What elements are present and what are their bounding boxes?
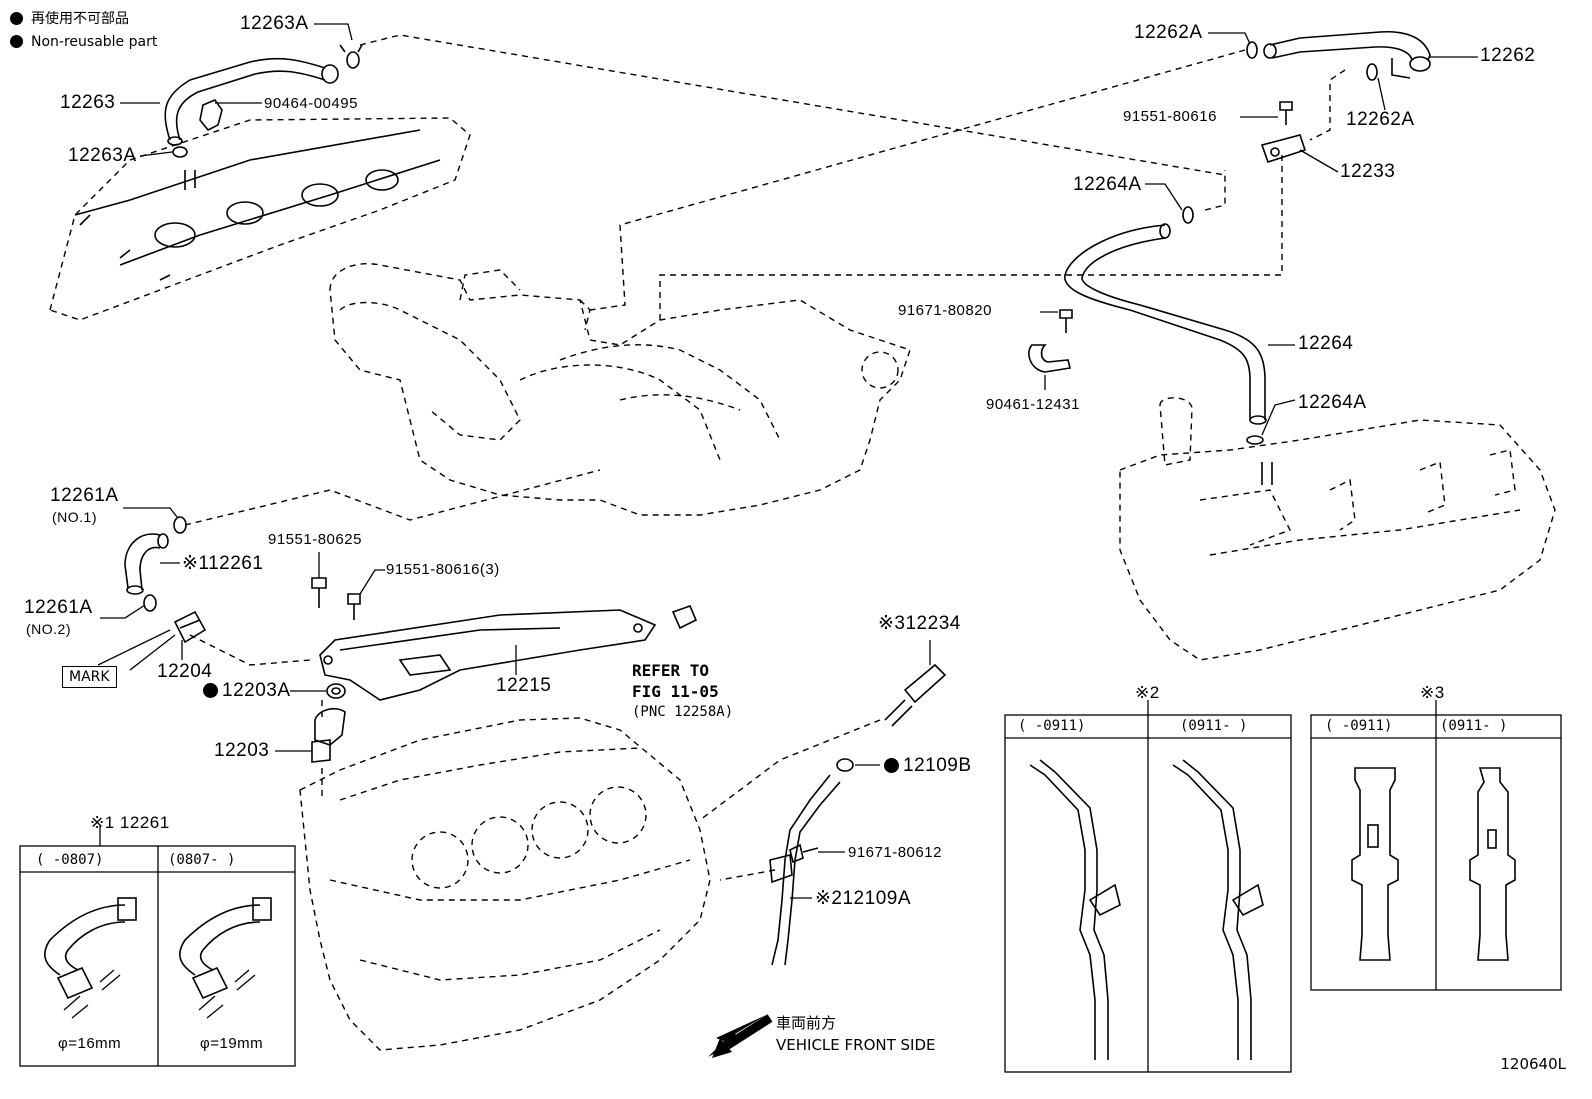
bolt-91551-80616 [1279, 101, 1293, 125]
label-91671-80612[interactable]: 91671-80612 [848, 844, 942, 861]
label-12264[interactable]: 12264 [1298, 333, 1354, 354]
valve-12204 [173, 610, 207, 644]
label-12263A-top[interactable]: 12263A [240, 13, 309, 34]
hose-12261 [124, 533, 169, 595]
bolt-91551-80625 [311, 577, 327, 608]
dashed-connections [184, 34, 1346, 881]
refer-line1: REFER TO [632, 661, 710, 680]
label-12264A-bottom[interactable]: 12264A [1298, 392, 1367, 413]
label-12261A-no1[interactable]: 12261A [50, 485, 119, 506]
union-12203 [311, 708, 346, 763]
cap-refer-fig-11-05 [671, 604, 698, 630]
label-12109B[interactable]: 12109B [884, 756, 972, 775]
label-12261A-no2[interactable]: 12261A [24, 597, 93, 618]
inset1-title: ※1 12261 [90, 813, 170, 832]
label-12203A[interactable]: 12203A [203, 681, 291, 700]
label-91671-80820[interactable]: 91671-80820 [898, 302, 992, 319]
inset-12261-box [19, 826, 296, 1067]
legend-jp: 再使用不可部品 [10, 8, 129, 28]
clip-12263A-top [339, 44, 363, 69]
label-12233[interactable]: 12233 [1340, 161, 1396, 182]
figure-number: 120640L [1500, 1055, 1566, 1073]
label-12261A-no2-sub: (NO.2) [26, 621, 71, 637]
legend-en-text: Non-reusable part [31, 34, 158, 50]
label-12261A-no1-sub: (NO.1) [52, 509, 97, 525]
label-91551-80616[interactable]: 91551-80616 [1123, 108, 1217, 125]
oring-12109B [836, 758, 854, 772]
dipstick-12234 [884, 663, 947, 727]
label-12215[interactable]: 12215 [496, 675, 552, 696]
clip-12264A-top [1182, 206, 1194, 224]
label-12262A-right[interactable]: 12262A [1346, 109, 1415, 130]
inset-12109A-box [1004, 700, 1292, 1073]
leader-lines [97, 23, 1478, 899]
label-91551-80625[interactable]: 91551-80625 [268, 531, 362, 548]
refer-line2: FIG 11-05 [632, 682, 719, 701]
bolt-91671-80612 [789, 843, 819, 864]
legend-jp-text: 再使用不可部品 [31, 11, 129, 27]
mark-box: MARK [62, 666, 117, 688]
bolt-91551-80616-3 [347, 593, 361, 620]
non-reusable-dot-icon [10, 35, 23, 48]
left-cylinder-head-cover [49, 117, 471, 321]
refer-line3: (PNC 12258A) [632, 704, 734, 720]
legend-en: Non-reusable part [10, 34, 157, 50]
hose-12263 [164, 57, 339, 146]
inset2-title: ※2 [1135, 683, 1160, 702]
clip-12262A-right [1366, 63, 1378, 81]
label-12234[interactable]: ※312234 [878, 613, 961, 634]
hose-12264 [1064, 223, 1267, 425]
inset2-col2: (0911- ) [1180, 718, 1248, 734]
label-12262A-left[interactable]: 12262A [1134, 22, 1203, 43]
non-reusable-dot-icon [10, 12, 23, 25]
label-12203[interactable]: 12203 [214, 740, 270, 761]
right-cylinder-head-cover [1119, 397, 1556, 661]
front-jp: 車両前方 [776, 1014, 837, 1032]
clip-12264A-bottom [1246, 435, 1264, 445]
label-12204[interactable]: 12204 [157, 661, 213, 682]
bolt-91671-80820 [1059, 309, 1073, 333]
label-12203A-text: 12203A [222, 680, 291, 701]
clip-12262A-left [1246, 41, 1258, 59]
clip-12261A-no1 [173, 516, 187, 534]
non-reusable-dot-icon [884, 758, 899, 773]
cylinder-block [299, 717, 711, 1051]
hose-12262 [1263, 30, 1431, 79]
clamp-90461-12431 [1028, 344, 1071, 373]
non-reusable-dot-icon [203, 683, 218, 698]
dipstick-guide-12109A [769, 774, 841, 966]
inset1-col1: ( -0807) [36, 852, 104, 868]
inset3-col1: ( -0911) [1325, 718, 1393, 734]
clip-12261A-no2 [143, 594, 157, 612]
label-90461-12431[interactable]: 90461-12431 [986, 396, 1080, 413]
label-12264A-top[interactable]: 12264A [1073, 174, 1142, 195]
bracket-12233 [1260, 134, 1307, 164]
front-en: VEHICLE FRONT SIDE [776, 1036, 936, 1054]
inset1-col2: (0807- ) [168, 852, 236, 868]
intake-manifold [329, 263, 911, 516]
clamp-90464-00495 [199, 99, 223, 132]
refer-note[interactable]: REFER TO FIG 11-05 (PNC 12258A) [632, 660, 733, 723]
label-12261[interactable]: ※112261 [182, 553, 264, 574]
label-12263[interactable]: 12263 [60, 92, 116, 113]
label-12262[interactable]: 12262 [1480, 45, 1536, 66]
inset1-dim-19: φ=19mm [200, 1035, 264, 1052]
inset2-col1: ( -0911) [1018, 718, 1086, 734]
gasket-12203A [326, 683, 346, 699]
label-12263A-bottom[interactable]: 12263A [68, 145, 137, 166]
inset3-title: ※3 [1420, 683, 1445, 702]
inset3-col2: (0911- ) [1440, 718, 1508, 734]
oil-separator-12215 [319, 609, 657, 701]
inset1-dim-16: φ=16mm [58, 1035, 122, 1052]
label-90464-00495[interactable]: 90464-00495 [264, 95, 358, 112]
inset-12234-box [1310, 700, 1562, 991]
vehicle-front-side: 車両前方 VEHICLE FRONT SIDE [776, 1012, 936, 1056]
vehicle-front-arrow-icon [708, 1014, 773, 1058]
label-12109A[interactable]: ※212109A [815, 888, 911, 909]
label-12109B-text: 12109B [903, 755, 972, 776]
label-91551-80616-3[interactable]: 91551-80616(3) [386, 561, 500, 578]
clip-12263A-bottom [172, 146, 188, 158]
